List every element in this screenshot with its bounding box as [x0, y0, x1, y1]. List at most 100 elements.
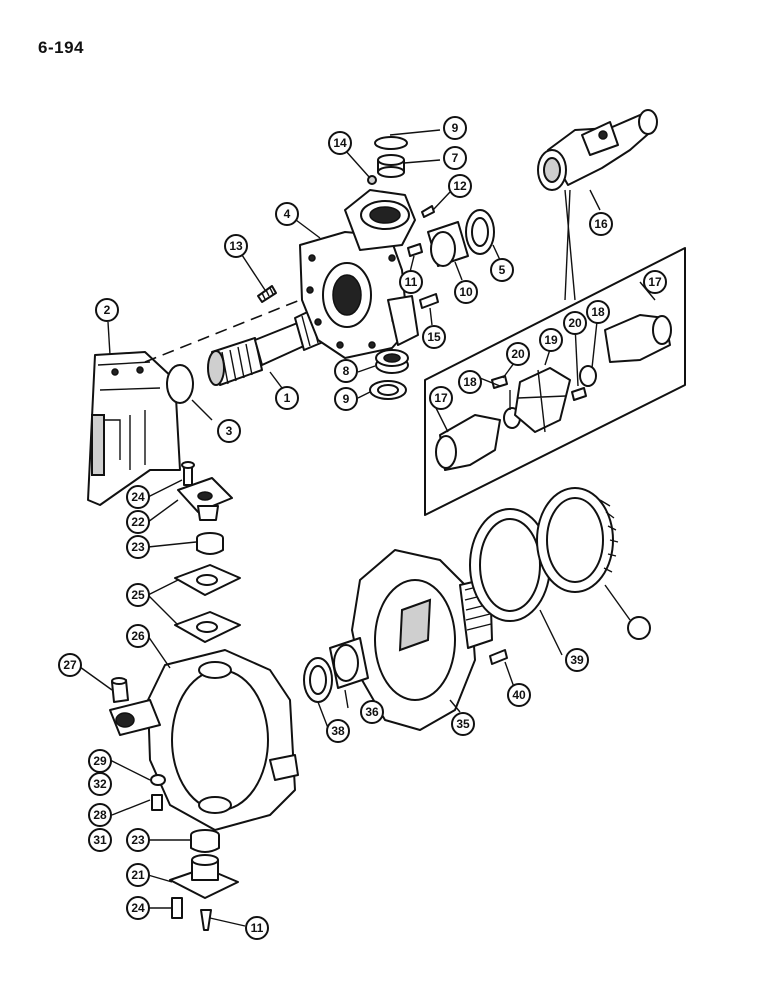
callout-22: 22 — [126, 510, 150, 534]
axle-housing-part — [87, 351, 181, 506]
svg-text:23: 23 — [131, 833, 145, 847]
bearing-8-part — [375, 349, 409, 374]
pivot-cap-lower-part — [169, 854, 239, 899]
callout-9-lower: 9 — [334, 387, 358, 411]
svg-text:39: 39 — [570, 653, 584, 667]
svg-text:10: 10 — [459, 285, 473, 299]
bearing-cone-upper-part — [196, 532, 224, 555]
planet-carrier-part — [351, 549, 493, 731]
svg-text:14: 14 — [333, 136, 347, 150]
seal-ring-top-part — [374, 136, 408, 150]
callout-27: 27 — [58, 653, 82, 677]
svg-text:17: 17 — [434, 391, 448, 405]
svg-text:26: 26 — [131, 629, 145, 643]
svg-text:8: 8 — [343, 364, 350, 378]
callout-32: 35 — [451, 712, 475, 736]
svg-text:24: 24 — [131, 490, 145, 504]
callout-17-right: 17 — [643, 270, 667, 294]
svg-text:17: 17 — [648, 275, 662, 289]
callout-13: 13 — [224, 234, 248, 258]
callout-2: 2 — [95, 298, 119, 322]
callout-26: 26 — [126, 624, 150, 648]
o-ring-part — [166, 364, 194, 404]
callout-4: 4 — [275, 202, 299, 226]
shims-part — [174, 564, 241, 643]
callout-8: 8 — [334, 359, 358, 383]
dowel-part — [111, 677, 129, 703]
svg-text:40: 40 — [512, 688, 526, 702]
washer-part — [150, 774, 166, 786]
svg-text:36: 36 — [365, 705, 379, 719]
svg-text:28: 28 — [93, 808, 107, 822]
grease-fitting-lower-part — [200, 909, 212, 931]
svg-text:32: 32 — [93, 777, 107, 791]
u-joint-detail-box — [424, 247, 686, 516]
svg-text:29: 29 — [93, 754, 107, 768]
svg-text:20: 20 — [511, 347, 525, 361]
assembly-centerline — [144, 299, 301, 363]
set-screw-part — [151, 794, 163, 811]
knuckle-flange-part — [299, 189, 419, 359]
bolt-11-upper-part — [407, 243, 423, 257]
svg-text:2: 2 — [104, 303, 111, 317]
callout-31: 32 — [88, 772, 112, 796]
callout-3: 3 — [217, 419, 241, 443]
bolt-24-lower-part — [171, 897, 183, 919]
svg-text:20: 20 — [568, 316, 582, 330]
callout-20-left: 20 — [506, 342, 530, 366]
svg-text:21: 21 — [131, 868, 145, 882]
svg-text:38: 38 — [331, 724, 345, 738]
callout-12: 12 — [448, 174, 472, 198]
callout-19: 19 — [539, 328, 563, 352]
callout-29: 29 — [88, 749, 112, 773]
callout-24-upper: 24 — [126, 485, 150, 509]
bolt-15-part — [419, 293, 439, 309]
bearing-cone-lower-part — [190, 829, 220, 853]
callout-20-right: 20 — [563, 311, 587, 335]
bushing-10-part — [427, 221, 469, 267]
svg-text:19: 19 — [544, 333, 558, 347]
bolt-39-part — [489, 649, 508, 665]
pivot-cap-upper-part — [177, 461, 233, 521]
callout-11-upper: 11 — [399, 270, 423, 294]
callout-24-lower: 24 — [126, 896, 150, 920]
svg-text:13: 13 — [229, 239, 243, 253]
svg-text:35: 35 — [456, 717, 470, 731]
pin-part — [421, 205, 435, 218]
svg-text:24: 24 — [131, 901, 145, 915]
callout-25: 25 — [126, 583, 150, 607]
callout-10: 10 — [454, 280, 478, 304]
svg-text:7: 7 — [452, 151, 459, 165]
stud-part — [257, 285, 277, 303]
svg-text:25: 25 — [131, 588, 145, 602]
svg-text:22: 22 — [131, 515, 145, 529]
svg-text:9: 9 — [452, 121, 459, 135]
svg-text:12: 12 — [453, 179, 467, 193]
svg-text:18: 18 — [591, 305, 605, 319]
callout-38: 39 — [565, 648, 589, 672]
svg-text:9: 9 — [343, 392, 350, 406]
page-number: 6-194 — [38, 38, 84, 57]
ring-38-part — [469, 508, 551, 622]
svg-text:31: 31 — [93, 833, 107, 847]
svg-text:27: 27 — [63, 658, 77, 672]
svg-text:4: 4 — [284, 207, 291, 221]
callout-28: 28 — [88, 803, 112, 827]
callout-14: 14 — [328, 131, 352, 155]
callout-15: 15 — [422, 325, 446, 349]
drive-shaft-part — [537, 109, 658, 191]
callout-23-lower: 23 — [126, 828, 150, 852]
callout-36: 38 — [326, 719, 350, 743]
callout-40 — [627, 616, 651, 640]
svg-text:11: 11 — [405, 275, 418, 289]
svg-text:11: 11 — [251, 921, 264, 935]
callout-9-top: 9 — [443, 116, 467, 140]
seal-36-part — [303, 657, 333, 703]
callout-39: 40 — [507, 683, 531, 707]
svg-text:18: 18 — [463, 375, 477, 389]
svg-text:1: 1 — [284, 391, 291, 405]
callout-17-left: 17 — [429, 386, 453, 410]
callout-5: 5 — [490, 258, 514, 282]
callout-23-upper: 23 — [126, 535, 150, 559]
swivel-housing-part — [109, 649, 299, 831]
